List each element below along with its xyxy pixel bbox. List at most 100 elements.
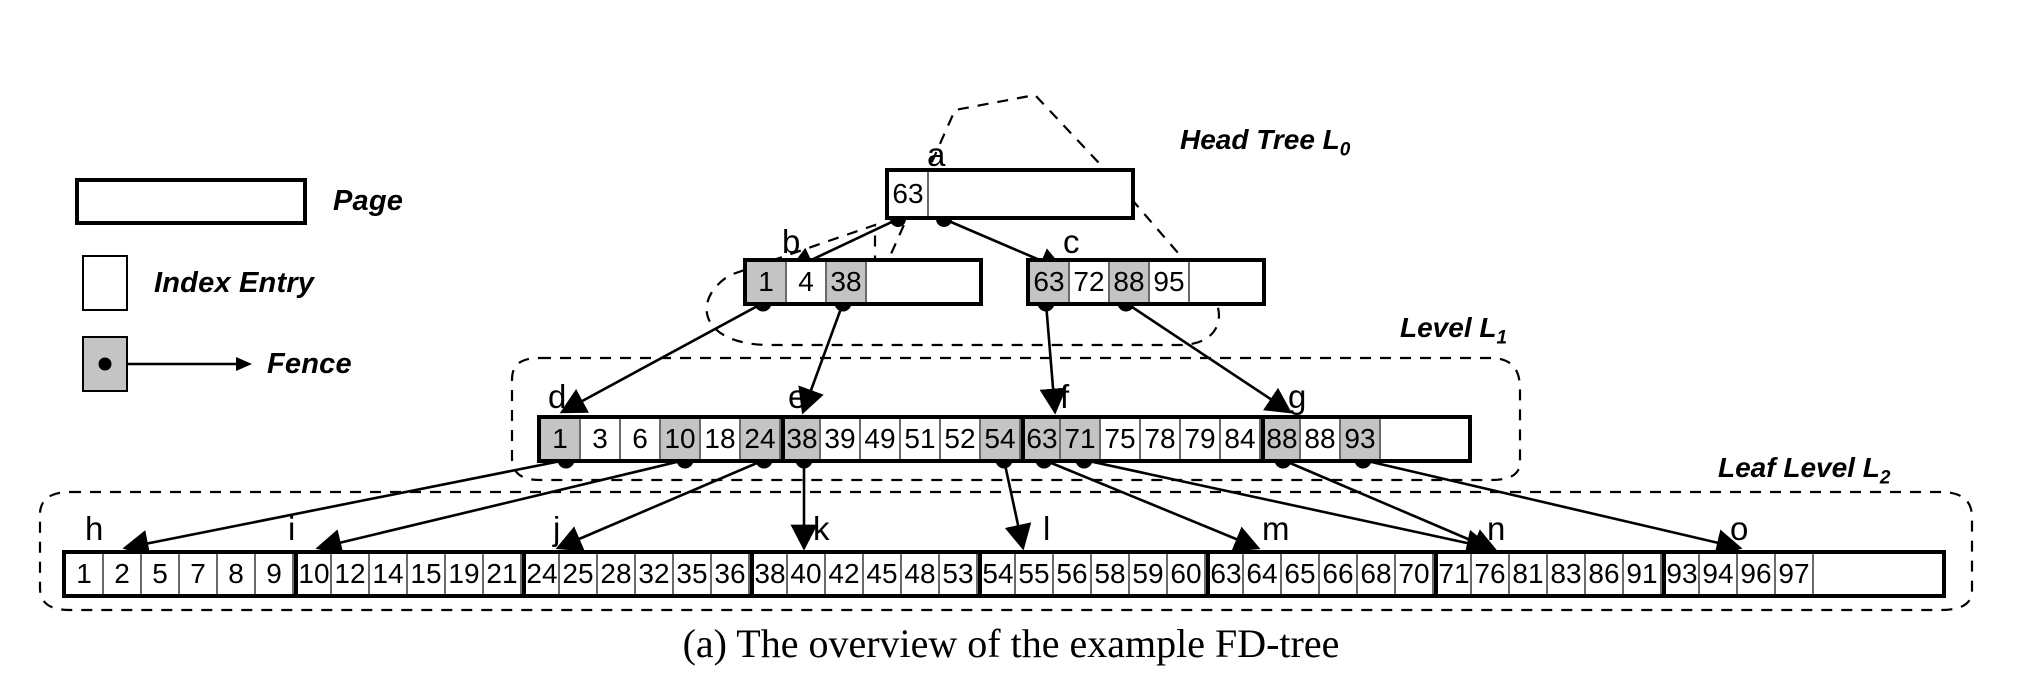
entry-cell-d-24[interactable]: 24 (741, 419, 781, 459)
entry-cell-l-56[interactable]: 56 (1054, 554, 1092, 594)
entry-value: 56 (1056, 558, 1088, 589)
entry-cell-h-1[interactable]: 1 (66, 554, 104, 594)
entry-cell-c-63[interactable]: 63 (1030, 262, 1070, 302)
entry-cell-j-35[interactable]: 35 (674, 554, 712, 594)
region-label-head-tree-text: Head Tree L (1180, 124, 1340, 155)
entry-cell-l-55[interactable]: 55 (1016, 554, 1054, 594)
entry-cell-j-28[interactable]: 28 (598, 554, 636, 594)
entry-value: 25 (562, 558, 594, 589)
entry-cell-o-93[interactable]: 93 (1662, 554, 1700, 594)
entry-cell-g-88[interactable]: 88 (1301, 419, 1341, 459)
entry-cell-k-53[interactable]: 53 (940, 554, 978, 594)
entry-cell-c-88[interactable]: 88 (1110, 262, 1150, 302)
entry-cell-i-10[interactable]: 10 (294, 554, 332, 594)
entry-cell-l-58[interactable]: 58 (1092, 554, 1130, 594)
entry-cell-f-75[interactable]: 75 (1101, 419, 1141, 459)
entry-cell-o-94[interactable]: 94 (1700, 554, 1738, 594)
node-id-a: a (927, 136, 946, 173)
entry-cell-h-5[interactable]: 5 (142, 554, 180, 594)
entry-value: 71 (1438, 558, 1470, 589)
entry-cell-e-38[interactable]: 38 (781, 419, 821, 459)
entry-cell-i-19[interactable]: 19 (446, 554, 484, 594)
edge-l2-i (315, 458, 686, 556)
entry-cell-d-18[interactable]: 18 (701, 419, 741, 459)
entry-cell-f-78[interactable]: 78 (1141, 419, 1181, 459)
entry-cell-d-1[interactable]: 1 (541, 419, 581, 459)
entry-cell-m-64[interactable]: 64 (1244, 554, 1282, 594)
entry-cell-d-6[interactable]: 6 (621, 419, 661, 459)
entry-cell-m-63[interactable]: 63 (1206, 554, 1244, 594)
entry-cell-k-45[interactable]: 45 (864, 554, 902, 594)
entry-cell-j-25[interactable]: 25 (560, 554, 598, 594)
entry-cell-n-86[interactable]: 86 (1586, 554, 1624, 594)
entry-cell-k-48[interactable]: 48 (902, 554, 940, 594)
entry-value: 86 (1588, 558, 1620, 589)
region-label-leaf-level-sub: 2 (1879, 467, 1891, 489)
entry-value: 78 (1144, 423, 1176, 454)
entry-cell-j-36[interactable]: 36 (712, 554, 750, 594)
entry-cell-f-79[interactable]: 79 (1181, 419, 1221, 459)
entry-cell-l-59[interactable]: 59 (1130, 554, 1168, 594)
entry-cell-g-93[interactable]: 93 (1341, 419, 1381, 459)
edge-b-e (798, 302, 845, 415)
node-id-b: b (782, 223, 801, 260)
page-a[interactable]: 63 (885, 168, 1135, 220)
entry-cell-k-42[interactable]: 42 (826, 554, 864, 594)
entry-cell-c-72[interactable]: 72 (1070, 262, 1110, 302)
entry-cell-m-70[interactable]: 70 (1396, 554, 1434, 594)
entry-value: 96 (1740, 558, 1772, 589)
entry-cell-h-2[interactable]: 2 (104, 554, 142, 594)
entry-cell-g-88[interactable]: 88 (1261, 419, 1301, 459)
entry-cell-n-81[interactable]: 81 (1510, 554, 1548, 594)
entry-cell-e-49[interactable]: 49 (861, 419, 901, 459)
entry-cell-i-14[interactable]: 14 (370, 554, 408, 594)
entry-cell-e-51[interactable]: 51 (901, 419, 941, 459)
entry-cell-e-54[interactable]: 54 (981, 419, 1021, 459)
entry-cell-n-83[interactable]: 83 (1548, 554, 1586, 594)
entry-cell-j-32[interactable]: 32 (636, 554, 674, 594)
entry-value: 68 (1360, 558, 1392, 589)
entry-cell-c-95[interactable]: 95 (1150, 262, 1190, 302)
entry-cell-e-52[interactable]: 52 (941, 419, 981, 459)
entry-cell-n-71[interactable]: 71 (1434, 554, 1472, 594)
entry-cell-b-4[interactable]: 4 (787, 262, 827, 302)
edge-c-g (1125, 301, 1293, 414)
entry-cell-b-1[interactable]: 1 (747, 262, 787, 302)
entry-cell-d-3[interactable]: 3 (581, 419, 621, 459)
entry-cell-h-7[interactable]: 7 (180, 554, 218, 594)
entry-cell-i-15[interactable]: 15 (408, 554, 446, 594)
legend-label-index-entry: Index Entry (154, 266, 315, 299)
entry-cell-m-66[interactable]: 66 (1320, 554, 1358, 594)
entry-value: 83 (1550, 558, 1582, 589)
entry-cell-f-63[interactable]: 63 (1021, 419, 1061, 459)
entry-cell-j-24[interactable]: 24 (522, 554, 560, 594)
entry-cell-d-10[interactable]: 10 (661, 419, 701, 459)
entry-cell-k-40[interactable]: 40 (788, 554, 826, 594)
entry-cell-i-21[interactable]: 21 (484, 554, 522, 594)
entry-cell-n-76[interactable]: 76 (1472, 554, 1510, 594)
entry-cell-m-68[interactable]: 68 (1358, 554, 1396, 594)
entry-cell-h-9[interactable]: 9 (256, 554, 294, 594)
entry-cell-e-39[interactable]: 39 (821, 419, 861, 459)
node-id-l: l (1043, 510, 1051, 547)
entry-cell-f-71[interactable]: 71 (1061, 419, 1101, 459)
entry-cell-l-54[interactable]: 54 (978, 554, 1016, 594)
edge-c-f (1039, 302, 1067, 415)
entry-cell-m-65[interactable]: 65 (1282, 554, 1320, 594)
entry-value: 12 (334, 558, 366, 589)
entry-cell-o-97[interactable]: 97 (1776, 554, 1814, 594)
entry-cell-n-91[interactable]: 91 (1624, 554, 1662, 594)
entry-cell-o-96[interactable]: 96 (1738, 554, 1776, 594)
entry-cell-b-38[interactable]: 38 (827, 262, 867, 302)
entry-value: 49 (864, 423, 896, 454)
entry-cell-i-12[interactable]: 12 (332, 554, 370, 594)
entry-cell-f-84[interactable]: 84 (1221, 419, 1261, 459)
entry-cell-a-63[interactable]: 63 (889, 172, 929, 216)
entry-cell-l-60[interactable]: 60 (1168, 554, 1206, 594)
entry-cell-h-8[interactable]: 8 (218, 554, 256, 594)
entry-cell-k-38[interactable]: 38 (750, 554, 788, 594)
